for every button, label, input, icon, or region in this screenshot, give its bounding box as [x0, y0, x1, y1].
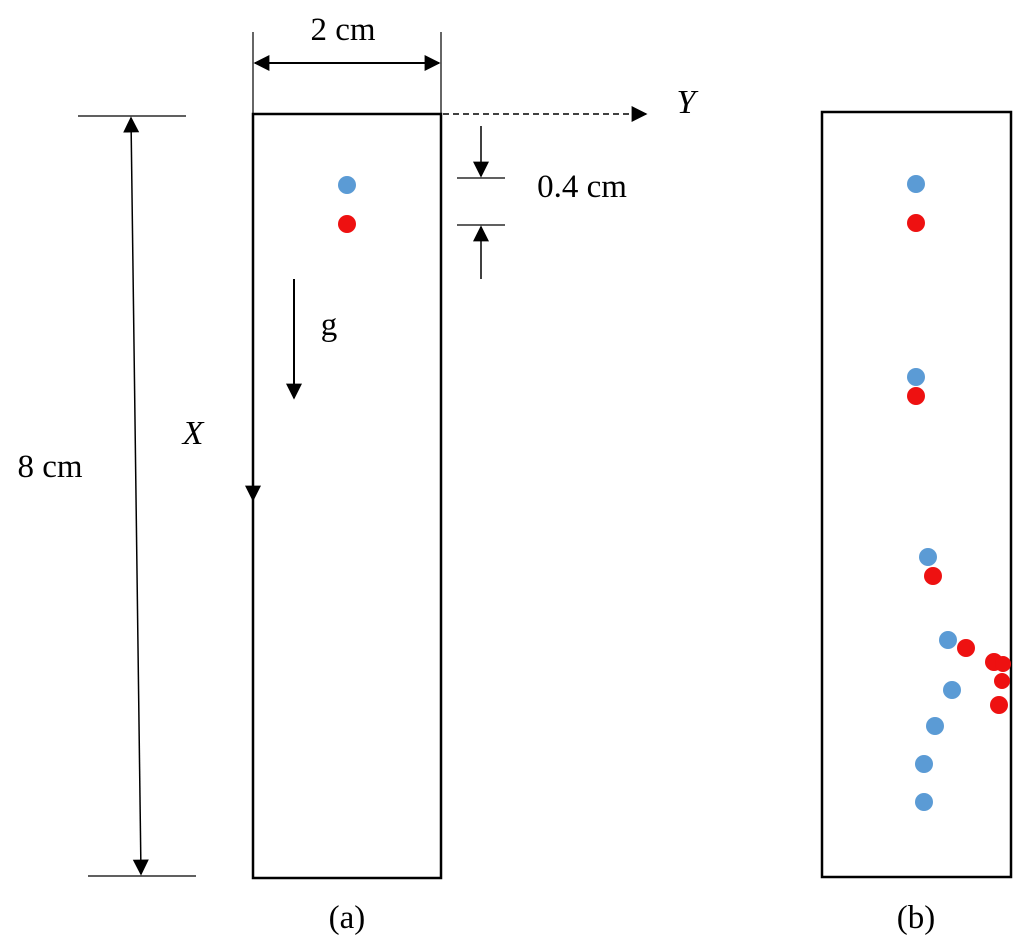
- gap-label: 0.4 cm: [537, 169, 627, 205]
- red-particle: [994, 673, 1010, 689]
- red-particle: [995, 656, 1011, 672]
- blue-particle: [907, 368, 925, 386]
- panel-a-caption: (a): [329, 900, 366, 936]
- panel-b-domain-box: [820, 110, 1013, 879]
- gravity-label: g: [321, 307, 338, 343]
- panel-b: (b): [820, 110, 1013, 936]
- blue-particle: [915, 793, 933, 811]
- blue-particle: [926, 717, 944, 735]
- blue-particle: [338, 176, 356, 194]
- blue-particle: [939, 631, 957, 649]
- y-axis-label: Y: [677, 84, 699, 121]
- width-label: 2 cm: [310, 12, 375, 48]
- red-particle: [338, 215, 356, 233]
- blue-particle: [919, 548, 937, 566]
- panel-a: 2 cm 8 cm Y X g 0.4 cm (a): [17, 12, 698, 936]
- red-particle: [907, 214, 925, 232]
- height-dimension-arrow: [123, 116, 149, 876]
- x-axis-label: X: [181, 415, 205, 452]
- panel-b-caption: (b): [897, 900, 935, 936]
- red-particle: [924, 567, 942, 585]
- blue-particle: [943, 681, 961, 699]
- height-label: 8 cm: [17, 449, 82, 485]
- blue-particle: [907, 175, 925, 193]
- blue-particle: [915, 755, 933, 773]
- red-particle: [957, 639, 975, 657]
- red-particle: [907, 387, 925, 405]
- red-particle: [990, 696, 1008, 714]
